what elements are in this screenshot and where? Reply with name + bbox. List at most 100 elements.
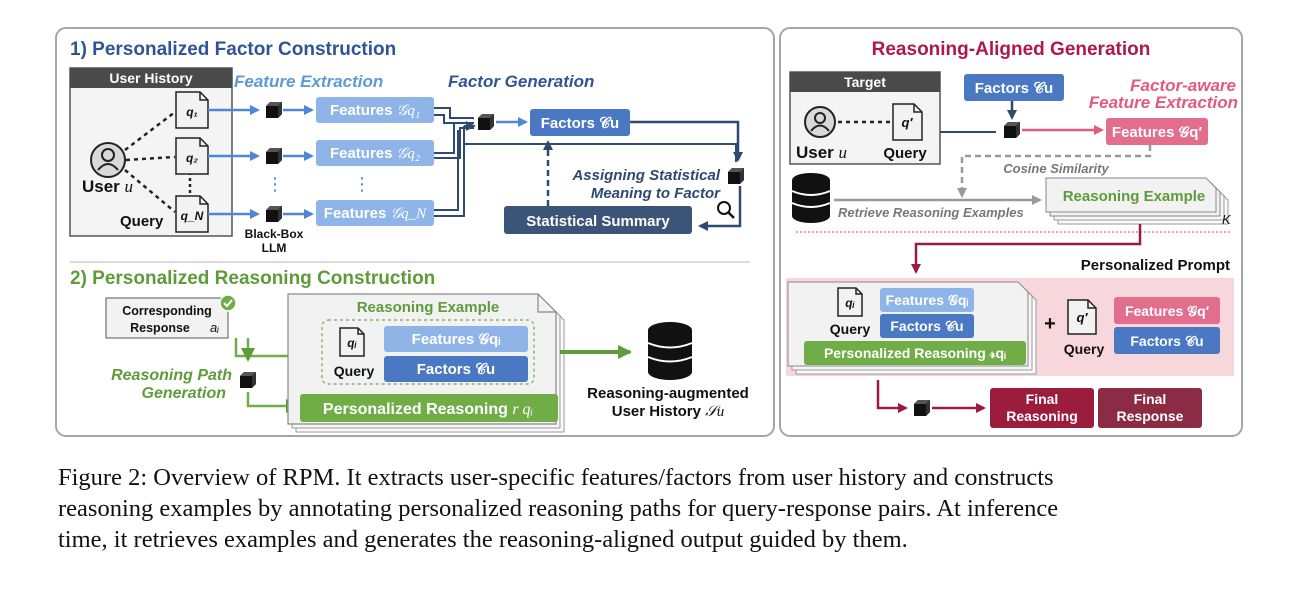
user-label: User u xyxy=(82,177,133,196)
features-box-1: Features 𝒢q₁ xyxy=(316,97,434,123)
prompt-factors-box: Factors 𝒞u xyxy=(880,314,974,338)
cosine-label: Cosine Similarity xyxy=(1003,161,1109,176)
aug-history-label-1: Reasoning-augmented xyxy=(587,385,749,402)
fafe-label-2: Feature Extraction xyxy=(1089,93,1238,112)
target-query-doc: q′ xyxy=(892,103,923,141)
svg-text:Personalized Reasoning 𝓇qᵢ: Personalized Reasoning 𝓇qᵢ xyxy=(824,345,1006,361)
reasoning-gen-cube xyxy=(240,372,256,388)
personalized-prompt-label: Personalized Prompt xyxy=(1081,257,1230,274)
factors-box: Factors 𝒞u xyxy=(530,109,630,136)
svg-text:q₁: q₁ xyxy=(186,105,198,119)
prompt-query-label: Query xyxy=(830,321,871,337)
query-doc-n: q_N xyxy=(175,195,209,233)
svg-text:Final: Final xyxy=(1134,391,1167,407)
feature-extraction-label: Feature Extraction xyxy=(234,72,383,91)
svg-text:aᵢ: aᵢ xyxy=(210,320,219,335)
prompt-target-features-box: Features 𝒢q′ xyxy=(1114,297,1220,324)
svg-text:Response: Response xyxy=(1117,408,1184,424)
target-query-label: Query xyxy=(883,145,927,162)
reasoning-path-label-2: Generation xyxy=(142,385,227,402)
llm-cube-1 xyxy=(266,102,282,118)
section2-title: 2) Personalized Reasoning Construction xyxy=(70,268,435,289)
section1-title: 1) Personalized Factor Construction xyxy=(70,39,396,60)
personalized-reasoning-box: Personalized Reasoning r qᵢ xyxy=(300,394,558,422)
svg-text:Final: Final xyxy=(1026,391,1059,407)
svg-text:Factors 𝒞u: Factors 𝒞u xyxy=(1130,333,1203,349)
svg-text:Statistical Summary: Statistical Summary xyxy=(526,213,670,230)
final-cube xyxy=(914,400,930,416)
features-box-2: Features 𝒢q₂ xyxy=(316,140,434,166)
svg-text:Features 𝒢q′: Features 𝒢q′ xyxy=(1112,124,1203,141)
svg-text:Corresponding: Corresponding xyxy=(122,304,212,318)
retrieve-label: Retrieve Reasoning Examples xyxy=(838,205,1024,220)
query-label-2: Query xyxy=(334,363,375,379)
analysis-cube xyxy=(728,168,744,184)
llm-cube-n xyxy=(266,206,282,222)
right-title: Reasoning-Aligned Generation xyxy=(872,39,1151,60)
svg-text:q′: q′ xyxy=(1076,310,1088,325)
svg-text:q′: q′ xyxy=(901,115,913,130)
prompt-target-query-label: Query xyxy=(1064,341,1105,357)
fafe-cube xyxy=(1004,122,1020,138)
features-gqi-box: Features 𝒢qᵢ xyxy=(384,326,528,352)
query-doc-qi: qᵢ xyxy=(339,327,365,357)
user-history-label: User History xyxy=(109,70,192,86)
figure-caption: Figure 2: Overview of RPM. It extracts u… xyxy=(58,462,1248,555)
caption-line-3: time, it retrieves examples and generate… xyxy=(58,526,908,553)
svg-text:q₂: q₂ xyxy=(186,151,198,165)
statistical-summary-box: Statistical Summary xyxy=(504,206,692,234)
svg-text:Features 𝒢q₂: Features 𝒢q₂ xyxy=(330,145,420,162)
target-user-icon xyxy=(804,106,836,138)
plus-sign: + xyxy=(1044,313,1056,335)
target-label: Target xyxy=(844,74,886,90)
features-box-n: Features 𝒢q_N xyxy=(316,200,434,226)
caption-line-2: reasoning examples by annotating persona… xyxy=(58,495,1059,522)
factor-generation-label: Factor Generation xyxy=(448,72,594,91)
query-doc-2: q₂ xyxy=(175,137,209,175)
svg-text:Personalized Reasoning r qᵢ: Personalized Reasoning r qᵢ xyxy=(323,401,533,418)
caption-line-1: Figure 2: Overview of RPM. It extracts u… xyxy=(58,464,1054,491)
corresponding-response-box: Corresponding Response aᵢ xyxy=(105,297,229,339)
right-database-icon xyxy=(791,173,831,223)
svg-text:Features 𝒢q_N: Features 𝒢q_N xyxy=(324,205,427,222)
svg-text:Features 𝒢q₁: Features 𝒢q₁ xyxy=(330,102,420,119)
svg-text:Factors 𝒞u: Factors 𝒞u xyxy=(417,361,495,378)
reasoning-example-inner xyxy=(321,319,535,385)
check-icon xyxy=(219,294,237,312)
assign-label-1: Assigning Statistical xyxy=(571,167,720,184)
svg-text:Response: Response xyxy=(130,321,190,335)
svg-text:Reasoning: Reasoning xyxy=(1006,408,1078,424)
right-features-box: Features 𝒢q′ xyxy=(1106,118,1208,145)
reasoning-example-title: Reasoning Example xyxy=(357,299,500,316)
factors-cu-box: Factors 𝒞u xyxy=(384,356,528,382)
overview-diagram: 1) Personalized Factor Construction User… xyxy=(55,27,1243,437)
svg-text:qᵢ: qᵢ xyxy=(347,336,356,350)
prompt-target-factors-box: Factors 𝒞u xyxy=(1114,327,1220,354)
fafe-label-1: Factor-aware xyxy=(1130,76,1236,95)
svg-text:Features 𝒢qᵢ: Features 𝒢qᵢ xyxy=(412,331,501,348)
prompt-target-query-doc: q′ xyxy=(1067,299,1097,335)
assign-label-2: Meaning to Factor xyxy=(591,185,721,202)
right-reasoning-example-doc xyxy=(1045,177,1229,225)
reasoning-path-label-1: Reasoning Path xyxy=(111,367,232,384)
final-reasoning-box: Final Reasoning xyxy=(990,388,1094,428)
query-doc-1: q₁ xyxy=(175,91,209,129)
magnifier-icon xyxy=(717,201,735,219)
aug-history-label-2: User History 𝒮u xyxy=(612,403,725,420)
k-label: K xyxy=(1222,212,1232,227)
final-response-box: Final Response xyxy=(1098,388,1202,428)
prompt-query-doc: qᵢ xyxy=(837,287,863,317)
svg-text:qᵢ: qᵢ xyxy=(845,296,854,310)
right-factors-box: Factors 𝒞u xyxy=(964,74,1064,101)
factor-gen-cube xyxy=(478,114,494,130)
llm-cube-2 xyxy=(266,148,282,164)
llm-label: LLM xyxy=(262,241,287,255)
black-box-label: Black-Box xyxy=(245,227,304,241)
vdots-2: ⋮ xyxy=(353,174,371,194)
vdots-1: ⋮ xyxy=(266,174,284,194)
target-user-label: User u xyxy=(796,143,847,162)
prompt-pers-reasoning-box: Personalized Reasoning 𝓇qᵢ xyxy=(804,341,1026,365)
right-reasoning-example-label: Reasoning Example xyxy=(1063,188,1206,205)
svg-text:Features 𝒢q′: Features 𝒢q′ xyxy=(1125,303,1210,319)
svg-text:q_N: q_N xyxy=(181,209,204,223)
